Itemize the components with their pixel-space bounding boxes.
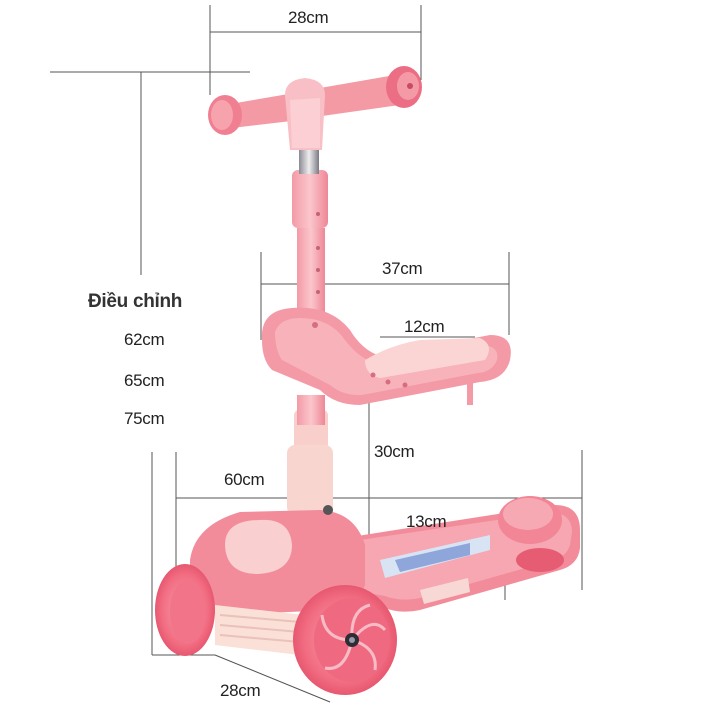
scooter-stem (287, 148, 333, 515)
base-width-label: 28cm (220, 681, 261, 700)
height-option-2: 65cm (124, 371, 165, 390)
seat-height-label: 30cm (374, 442, 415, 461)
adjust-title: Điều chỉnh (88, 291, 183, 312)
seat-length-label: 37cm (382, 259, 423, 278)
handle-width-label: 28cm (288, 8, 329, 27)
height-option-3: 75cm (124, 409, 165, 428)
scooter-deck (300, 496, 580, 612)
deck-width-label: 13cm (406, 512, 447, 531)
length-label: 60cm (224, 470, 265, 489)
height-option-1: 62cm (124, 330, 165, 349)
handlebar (208, 66, 422, 150)
joint-icon (323, 505, 333, 515)
seat-width-label: 12cm (404, 317, 445, 336)
scooter-seat (261, 307, 511, 405)
front-body (155, 510, 397, 695)
